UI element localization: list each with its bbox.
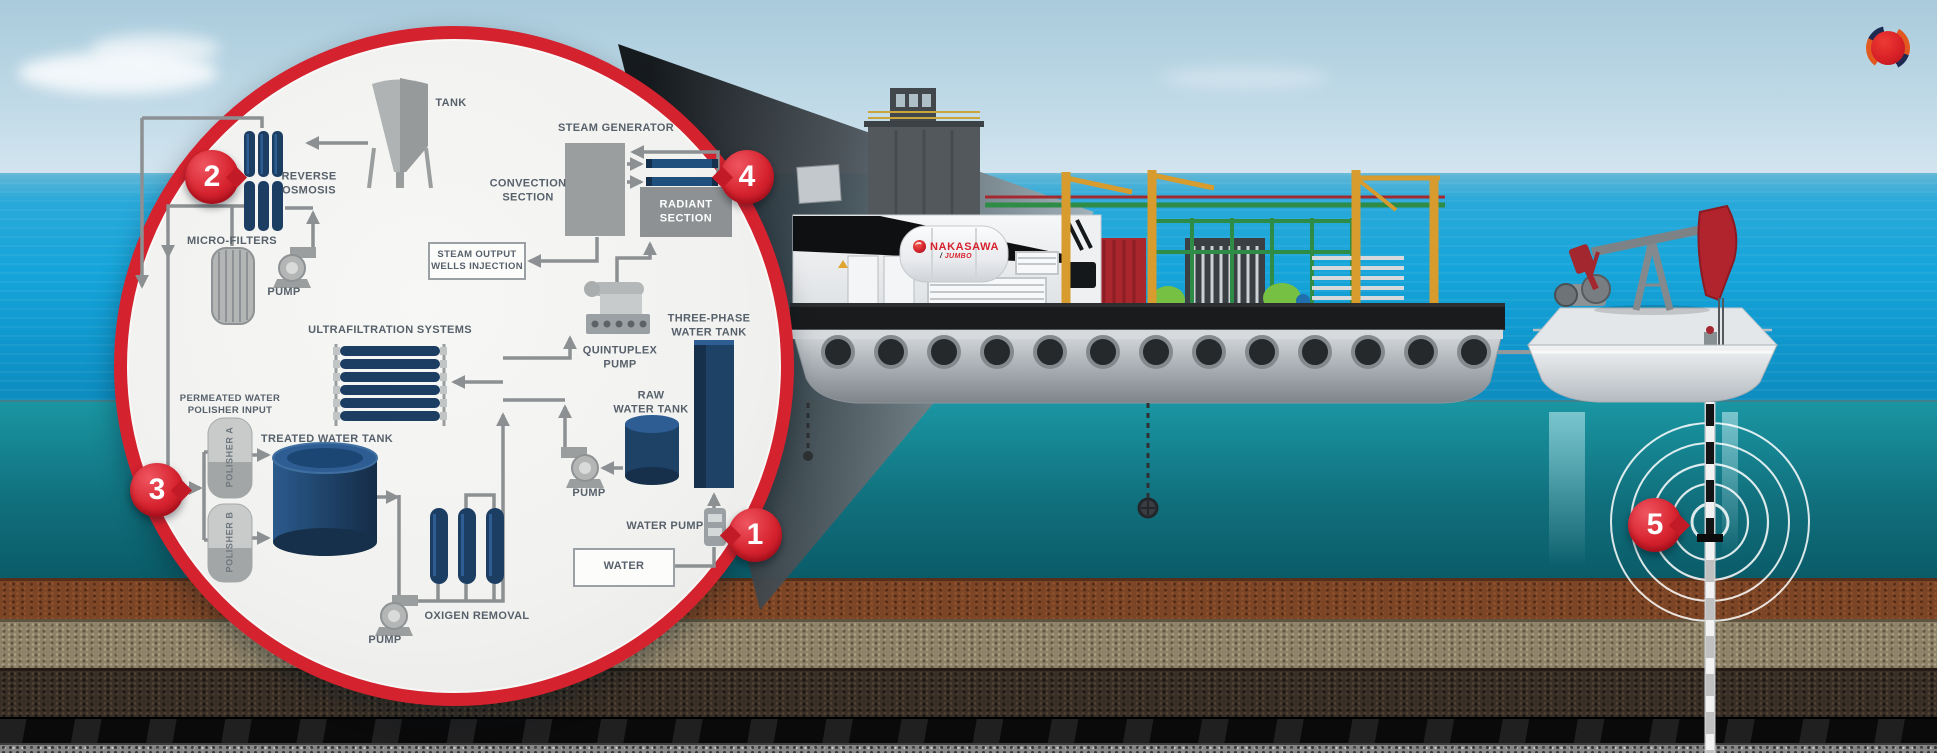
label-pump-1: PUMP [267,286,301,299]
badge-1: 1 [728,508,782,562]
process-skid-frame [1150,218,1404,315]
label-three-phase-tank: THREE-PHASE WATER TANK [667,312,751,338]
steam-generation-barge [790,88,1545,519]
label-water-pump: WATER PUMP [626,520,704,533]
cloud [90,34,220,64]
soil-layer-rock [0,743,1937,753]
barge-brand: NAKASAWA / JUMBO [913,240,999,260]
barge-brand-name: NAKASAWA [930,240,999,253]
pumpjack-platform [1526,204,1779,403]
magnifier-circle [114,26,794,706]
wellhead [1704,332,1717,345]
label-reverse-osmosis: REVERSE OSMOSIS [281,170,337,196]
pitman-arm [1588,251,1600,279]
red-container [1096,238,1146,312]
walking-beam [1591,222,1715,257]
label-permeated-water: PERMEATED WATER POLISHER INPUT [179,393,281,416]
label-polisher-b: POLISHER B [224,511,235,573]
label-steam-output: STEAM OUTPUT WELLS INJECTION [431,249,523,272]
label-water: WATER [603,560,645,573]
deck-cranes [1061,170,1440,318]
pumpjack [1554,204,1738,355]
nakasawa-logo-icon [913,240,927,253]
badge-5: 5 [1628,498,1682,552]
underwater-piling [1549,412,1585,567]
warning-triangle [838,260,848,268]
label-pump-2: PUMP [572,487,606,500]
badge-3: 3 [130,463,184,517]
badge-2: 2 [185,150,239,204]
well-pipe [1697,402,1723,753]
label-raw-water-tank: RAW WATER TANK [613,389,689,415]
label-ultrafiltration: ULTRAFILTRATION SYSTEMS [308,324,472,337]
cloud [1160,66,1330,90]
label-quintuplex-pump: QUINTUPLEX PUMP [582,344,658,370]
label-treated-water-tank: TREATED WATER TANK [260,433,394,446]
label-polisher-a: POLISHER A [224,426,235,488]
horsehead [1697,204,1738,302]
louver-vent [1015,251,1059,275]
bow-panel [796,164,842,204]
anchor-chains [803,403,1159,519]
label-tank: TANK [435,97,467,110]
underwater-piling [1722,412,1738,557]
soil-layer-oil [0,717,1937,743]
label-oxygen-removal: OXIGEN REMOVAL [424,610,530,623]
label-convection-section: CONVECTION SECTION [489,177,567,203]
well-pipe-collar [1697,534,1723,542]
label-radiant-section: RADIANT SECTION [659,198,713,224]
barge-deck [790,303,1505,330]
a-frame-leg [1648,239,1674,311]
platform-hull [1527,344,1778,403]
soil-layer-dark [0,668,1937,717]
label-pump-3: PUMP [368,634,402,647]
badge-4: 4 [720,150,774,204]
portholes [821,335,1491,369]
nakasawa-swirl-logo-icon [1866,26,1910,70]
nakasawa-tank [899,225,1009,283]
barge-brand-sub: JUMBO [944,253,972,260]
module-window [1066,262,1096,288]
label-micro-filters: MICRO-FILTERS [187,235,277,248]
label-steam-generator: STEAM GENERATOR [557,122,675,135]
a-frame-leg [1632,239,1656,311]
